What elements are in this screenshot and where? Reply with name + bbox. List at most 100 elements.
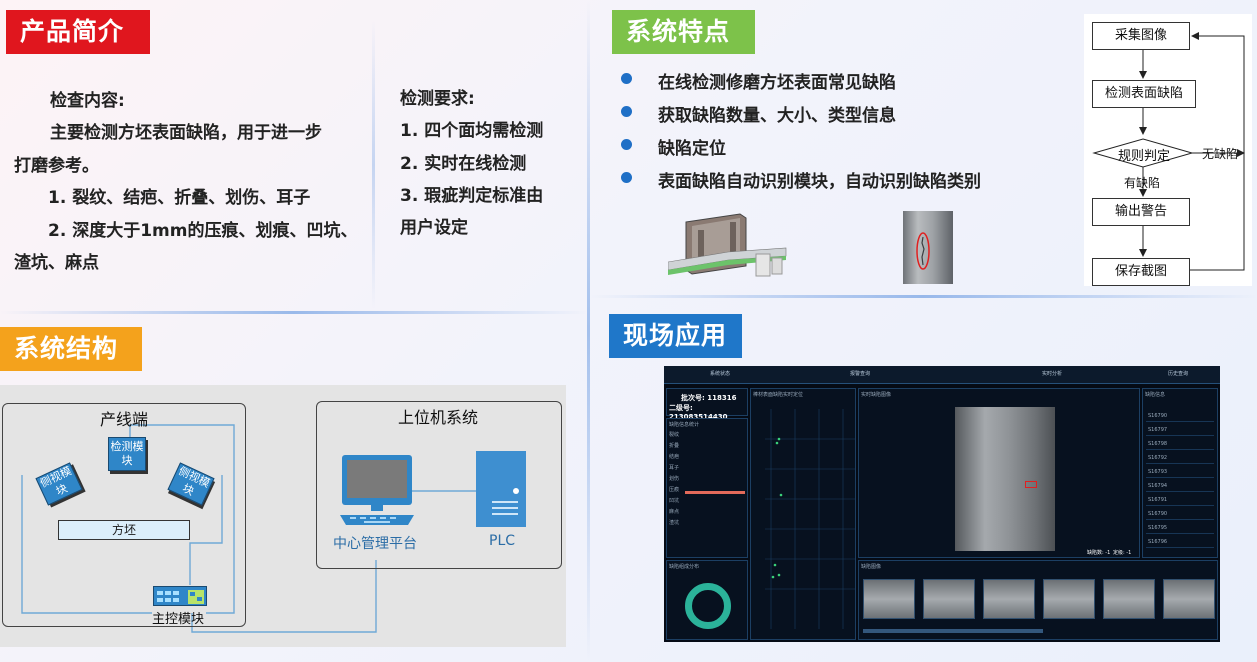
- req-item-2: 2. 实时在线检测: [400, 154, 527, 174]
- inspect-line-2: 打磨参考。: [14, 156, 99, 176]
- hmi-stat-label: 裂纹: [669, 432, 680, 438]
- defect-sample-image: [903, 211, 953, 284]
- hmi-stats-panel: 缺陷信息统计 裂纹 折叠 结疤 耳子 划伤 压痕 凹坑 麻点 渣坑: [666, 418, 748, 558]
- hmi-thumbnail[interactable]: [923, 579, 975, 619]
- right-horizontal-divider: [590, 295, 1257, 298]
- hmi-list-row[interactable]: S16796: [1146, 537, 1214, 548]
- bullet-icon: [621, 106, 632, 117]
- hmi-image-panel: 实时缺陷图像 缺陷数: -1 定级: -1: [858, 388, 1140, 558]
- hmi-list-row[interactable]: S16791: [1146, 495, 1214, 506]
- hmi-tab: 历史查询: [1168, 371, 1189, 377]
- hmi-defect-count: 缺陷数: -1: [1087, 550, 1111, 556]
- req-item-3b: 用户设定: [400, 218, 468, 238]
- intro-tag: 产品简介: [6, 10, 150, 54]
- flow-decision: 规则判定: [1118, 149, 1171, 164]
- feature-item: 表面缺陷自动识别模块，自动识别缺陷类别: [658, 172, 981, 192]
- application-tag: 现场应用: [609, 314, 742, 358]
- hmi-stat-label: 压痕: [669, 487, 680, 493]
- flow-step-warn: 输出警告: [1092, 198, 1190, 226]
- intro-column-divider: [372, 20, 375, 310]
- hmi-live-image: [955, 407, 1055, 551]
- hmi-thumbs-panel: 缺陷图像: [858, 560, 1218, 640]
- hmi-scrollbar[interactable]: [863, 629, 1043, 633]
- hmi-list-row[interactable]: S16794: [1146, 481, 1214, 492]
- hmi-thumbnail[interactable]: [1043, 579, 1095, 619]
- req-item-3a: 3. 瑕疵判定标准由: [400, 186, 544, 206]
- host-system-group: [316, 401, 562, 569]
- bullet-icon: [621, 73, 632, 84]
- hmi-stat-label: 凹坑: [669, 498, 680, 504]
- hmi-list-row[interactable]: S16790: [1146, 509, 1214, 520]
- hmi-thumbnail[interactable]: [1103, 579, 1155, 619]
- hmi-list-title: 缺陷信息: [1145, 392, 1166, 398]
- flow-step-save: 保存截图: [1092, 258, 1190, 286]
- hmi-scatter-panel: 棒材表面缺陷实时定位: [750, 388, 856, 640]
- hmi-list-row[interactable]: S16793: [1146, 467, 1214, 478]
- hmi-thumbs-title: 缺陷图像: [861, 564, 882, 570]
- flow-no-defect: 无缺陷: [1202, 147, 1239, 161]
- hmi-stat-bar: [685, 491, 745, 494]
- hmi-stat-label: 耳子: [669, 465, 680, 471]
- hmi-screenshot: 系统状态 报警查询 实时分析 历史查询 批次号: 118316 二级号: 213…: [664, 366, 1220, 642]
- bullet-icon: [621, 172, 632, 183]
- hmi-list-row[interactable]: S16795: [1146, 523, 1214, 534]
- flow-step-detect: 检测表面缺陷: [1092, 80, 1196, 108]
- hmi-defect-marker: [1025, 481, 1037, 488]
- feature-item: 在线检测修磨方坯表面常见缺陷: [658, 73, 896, 93]
- billet-label: 方坯: [58, 520, 190, 540]
- req-heading: 检测要求:: [400, 89, 475, 109]
- architecture-diagram: 产线端 上位机系统 检测模块 侧视模块 侧视模块 方坯 主控模块 中心管理平台 …: [0, 385, 566, 647]
- plc-icon: [476, 451, 526, 527]
- vertical-divider: [587, 0, 590, 662]
- hmi-sub-batch: 二级号: 213083514430: [669, 404, 728, 421]
- hmi-scatter-title: 棒材表面缺陷实时定位: [753, 392, 804, 398]
- hmi-tab: 报警查询: [850, 371, 871, 377]
- feature-item: 缺陷定位: [658, 139, 726, 159]
- plc-label: PLC: [489, 533, 516, 549]
- feature-item: 获取缺陷数量、大小、类型信息: [658, 106, 896, 126]
- inspect-item-1: 1. 裂纹、结疤、折叠、划伤、耳子: [48, 188, 311, 208]
- main-control-label: 主控模块: [152, 612, 205, 627]
- hmi-list-row[interactable]: S16798: [1146, 439, 1214, 450]
- line-side-group: [2, 403, 246, 627]
- hmi-stat-label: 结疤: [669, 454, 680, 460]
- hmi-list-panel: 缺陷信息 S16790 S16797 S16798 S16792 S16793 …: [1142, 388, 1218, 558]
- central-platform-label: 中心管理平台: [333, 536, 417, 552]
- req-item-1: 1. 四个面均需检测: [400, 121, 544, 141]
- main-control-icon: [153, 586, 207, 606]
- hmi-image-title: 实时缺陷图像: [861, 392, 892, 398]
- inspect-item-2a: 2. 深度大于1mm的压痕、划痕、凹坑、: [48, 221, 358, 241]
- inspect-heading: 检查内容:: [50, 91, 125, 111]
- features-tag: 系统特点: [612, 10, 755, 54]
- hmi-stats-title: 缺陷信息统计: [669, 422, 700, 428]
- bullet-icon: [621, 139, 632, 150]
- line-side-title: 产线端: [100, 410, 149, 429]
- computer-icon: [338, 453, 416, 527]
- hmi-ring-chart: [685, 583, 731, 629]
- hmi-thumbnail[interactable]: [1163, 579, 1215, 619]
- inspect-line-1: 主要检测方坯表面缺陷，用于进一步: [50, 123, 322, 143]
- hmi-list-row[interactable]: S16790: [1146, 411, 1214, 422]
- hmi-tab: 实时分析: [1042, 371, 1063, 377]
- hmi-stat-label: 麻点: [669, 509, 680, 515]
- hmi-list-row[interactable]: S16797: [1146, 425, 1214, 436]
- hmi-stat-label: 折叠: [669, 443, 680, 449]
- hmi-ring-title: 缺陷组成分布: [669, 564, 700, 570]
- hmi-stat-label: 渣坑: [669, 520, 680, 526]
- hmi-topbar: 系统状态 报警查询 实时分析 历史查询: [664, 366, 1220, 384]
- inspection-machine-image: [667, 208, 788, 288]
- hmi-list-row[interactable]: S16792: [1146, 453, 1214, 464]
- hmi-ring-panel: 缺陷组成分布: [666, 560, 748, 640]
- detect-module: 检测模块: [108, 437, 146, 471]
- hmi-tab: 系统状态: [710, 371, 731, 377]
- hmi-batch: 批次号: 118316: [681, 394, 737, 402]
- structure-tag: 系统结构: [0, 327, 142, 371]
- flow-has-defect: 有缺陷: [1124, 176, 1161, 190]
- hmi-defect-grade: 定级: -1: [1113, 550, 1132, 556]
- hmi-batch-panel: 批次号: 118316 二级号: 213083514430: [666, 388, 748, 421]
- hmi-thumbnail[interactable]: [863, 579, 915, 619]
- hmi-stat-label: 划伤: [669, 476, 680, 482]
- host-system-title: 上位机系统: [398, 408, 479, 427]
- inspect-item-2b: 渣坑、麻点: [14, 253, 99, 273]
- hmi-thumbnail[interactable]: [983, 579, 1035, 619]
